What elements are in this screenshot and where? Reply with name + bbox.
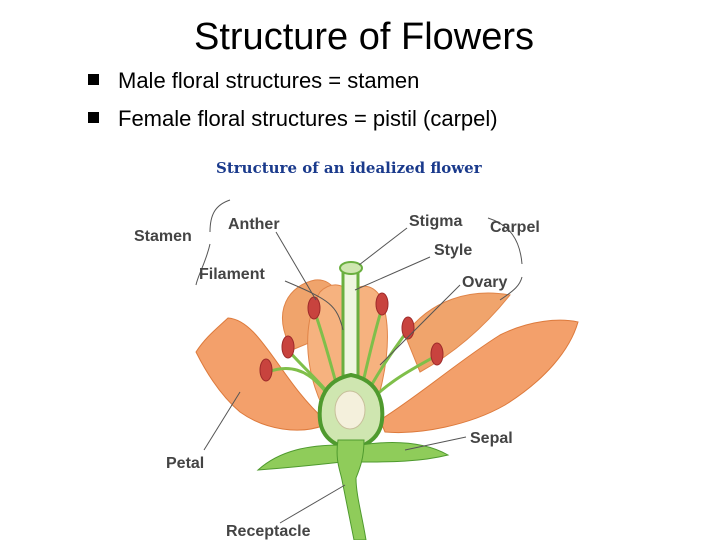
label-stamen: Stamen — [134, 228, 192, 245]
label-petal: Petal — [166, 455, 204, 472]
label-carpel: Carpel — [490, 219, 540, 236]
sepal-right — [359, 441, 450, 463]
anther — [281, 335, 295, 359]
pistil-style — [341, 268, 360, 382]
slide-title: Structure of Flowers — [194, 16, 534, 58]
pistil-stigma — [339, 261, 363, 275]
anther — [430, 342, 444, 366]
petal-right — [379, 319, 579, 433]
label-receptacle: Receptacle — [226, 523, 311, 540]
anther — [307, 296, 321, 320]
anther — [375, 292, 389, 316]
anther — [401, 316, 415, 340]
anther — [259, 358, 273, 382]
bullet-text: Female floral structures = pistil (carpe… — [118, 106, 498, 131]
square-bullet-icon — [88, 112, 99, 123]
square-bullet-icon — [88, 74, 99, 85]
bullet-text: Male floral structures = stamen — [118, 68, 420, 93]
receptacle-stem — [336, 439, 367, 540]
label-anther: Anther — [228, 216, 280, 233]
label-sepal: Sepal — [470, 430, 513, 447]
label-style: Style — [434, 242, 472, 259]
label-filament: Filament — [199, 266, 265, 283]
bullet-item: Male floral structures = stamen — [84, 68, 498, 106]
bullet-item: Female floral structures = pistil (carpe… — [84, 106, 498, 144]
diagram-subtitle: Structure of an idealized flower — [216, 159, 483, 177]
label-ovary: Ovary — [462, 274, 507, 291]
label-stigma: Stigma — [409, 213, 462, 230]
ovule — [334, 390, 366, 430]
bullet-list: Male floral structures = stamen Female f… — [84, 68, 498, 144]
sepal-left — [256, 444, 343, 471]
leader-lines — [195, 199, 523, 524]
